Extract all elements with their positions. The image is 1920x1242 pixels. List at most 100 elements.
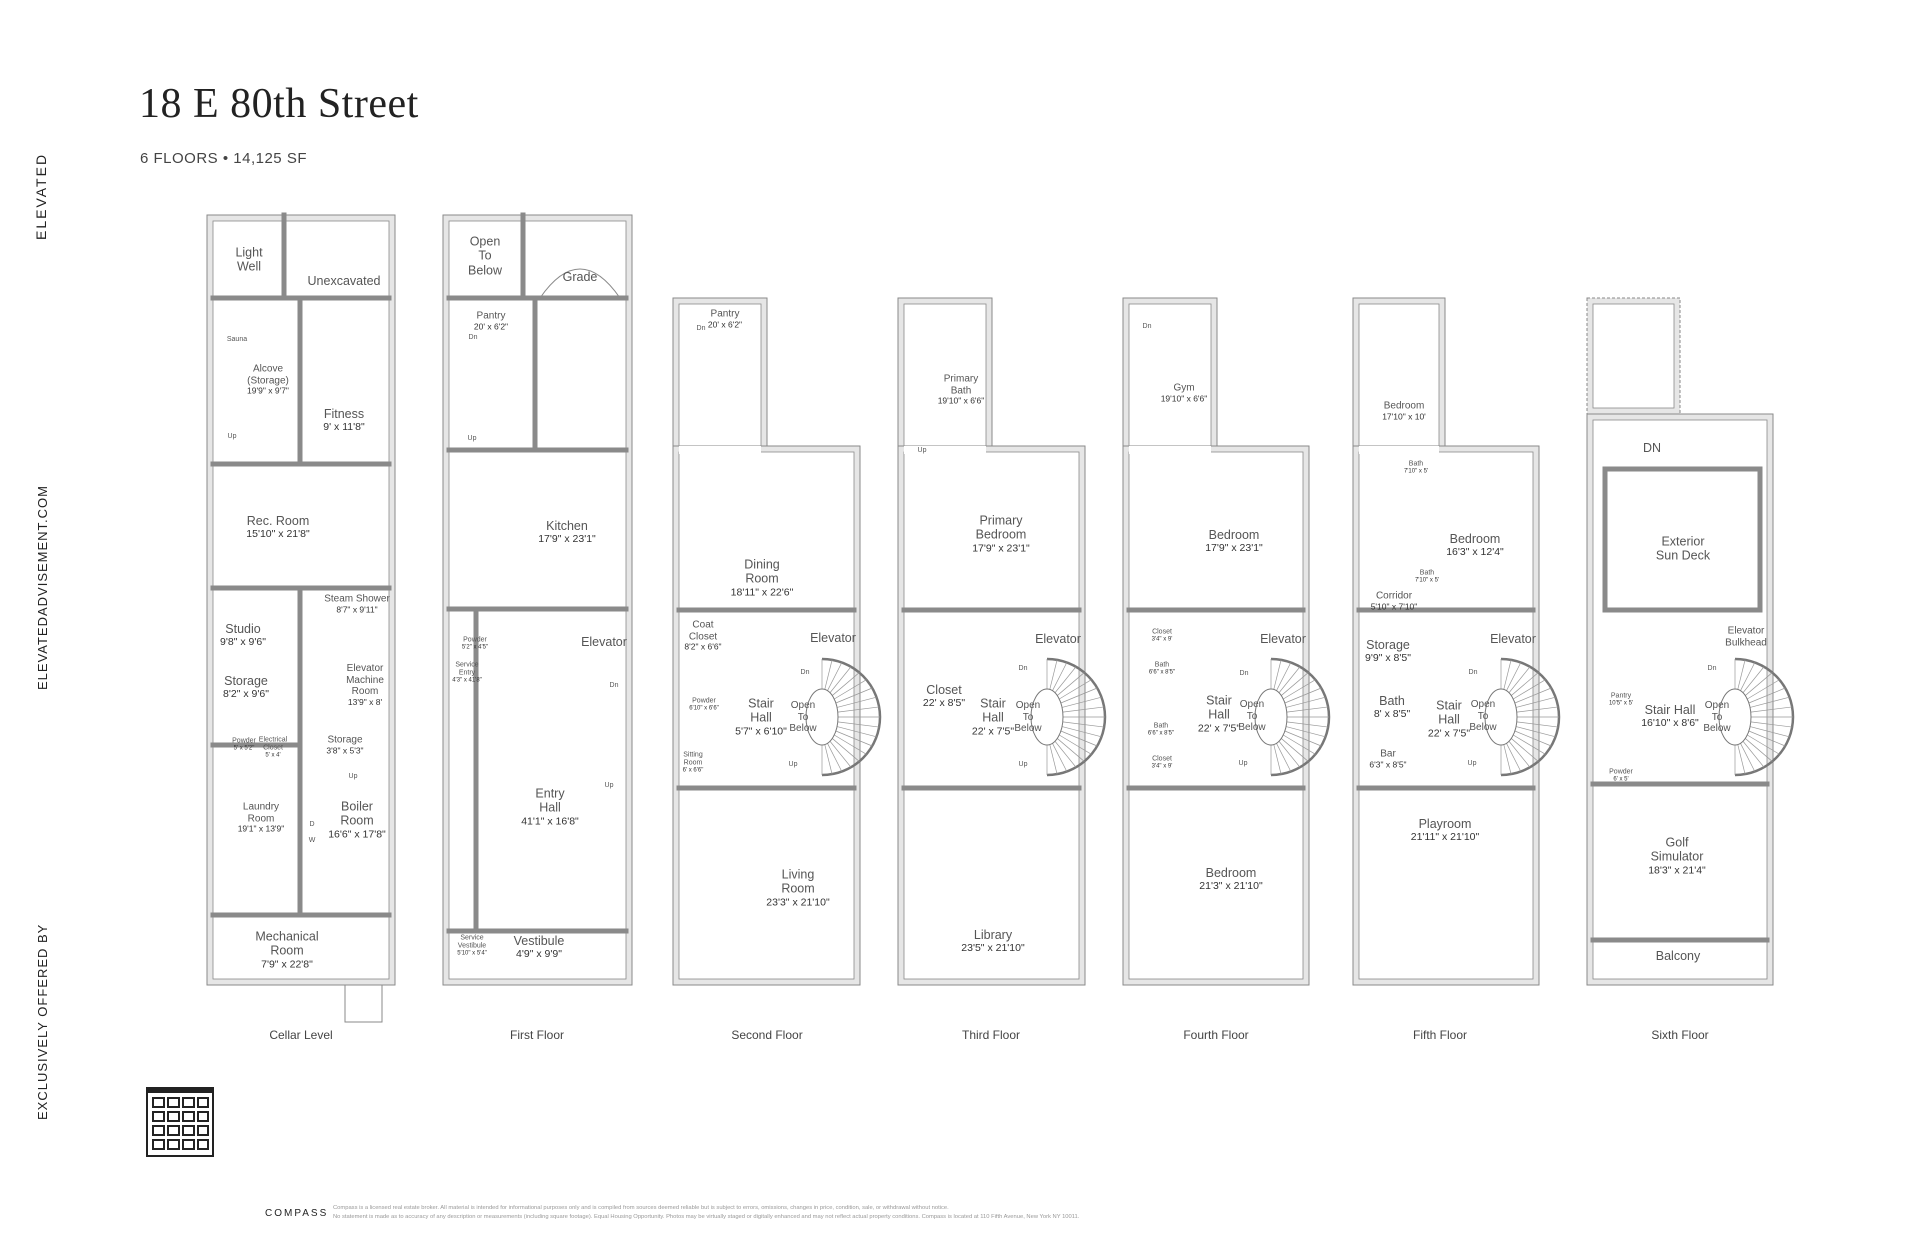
room-label: Dn: [1469, 669, 1478, 677]
stair-tread: [1054, 666, 1077, 693]
room-name: Elevator: [581, 634, 627, 649]
room-dimensions: 6' x 5': [1613, 776, 1629, 783]
room-name: Stair Hall: [1644, 702, 1696, 717]
stair-tread: [1503, 659, 1512, 690]
room-dimensions: 6'3" x 8'5": [1369, 758, 1407, 769]
room-name: Bath: [1408, 460, 1424, 468]
stair-tread: [837, 706, 880, 713]
stair-tread: [1284, 687, 1322, 704]
stair-tread: [835, 687, 873, 704]
room-name: Bedroom: [1208, 527, 1260, 542]
room-label: Up: [605, 782, 614, 790]
room-dimensions: 18'11" x 22'6": [730, 586, 794, 599]
room-name: Dn: [468, 333, 478, 341]
room-dimensions: 17'9" x 23'1": [972, 542, 1030, 555]
room-dimensions: 23'5" x 21'10": [961, 942, 1025, 955]
stair-tread: [1742, 666, 1765, 693]
stair-tread: [836, 696, 877, 708]
room-label: Up: [228, 433, 237, 441]
stair-tread: [1737, 744, 1746, 775]
room-label: Up: [349, 773, 358, 781]
room-dimensions: 41'1" x 16'8": [521, 815, 579, 828]
stair-tread: [1750, 706, 1793, 713]
room-name: Alcove (Storage): [247, 363, 289, 387]
room-name: Open To Below: [467, 234, 503, 278]
room-name: Grade: [562, 269, 598, 284]
room-dimensions: 3'8" x 5'3": [326, 744, 364, 755]
stair-tread: [1511, 738, 1539, 762]
room-name: Sauna: [226, 335, 248, 343]
stair-tread: [1748, 687, 1786, 704]
legal-line-2: No statement is made as to accuracy of a…: [333, 1213, 1080, 1220]
open-to-below-oval: [1254, 688, 1288, 746]
stair-tread: [1747, 679, 1780, 700]
room-dimensions: 6'10" x 6'6": [689, 705, 719, 712]
stair-tread: [1508, 666, 1531, 693]
room-name: Golf Simulator: [1650, 835, 1704, 864]
room-label: Dn: [1019, 665, 1028, 673]
room-name: Bath: [1153, 722, 1169, 730]
floor-rear-wing-interior: [903, 303, 987, 447]
room-name: Closet: [1152, 628, 1172, 636]
room-dimensions: 3'4" x 9': [1151, 636, 1173, 643]
room-name: Stair Hall: [748, 696, 774, 725]
stair-tread: [1285, 696, 1326, 708]
room-label: DN: [1643, 441, 1661, 455]
room-name: Dn: [1018, 664, 1028, 672]
room-name: Entry Hall: [535, 786, 565, 815]
room-name: Playroom: [1418, 816, 1472, 831]
room-label: Open To Below: [1703, 700, 1730, 735]
room-name: Dn: [1142, 322, 1152, 330]
stair-tread: [1062, 706, 1105, 713]
room-label: Up: [918, 447, 927, 455]
room-label: W: [309, 837, 316, 845]
stair-tread: [1516, 721, 1559, 728]
stair-tread: [1062, 721, 1105, 728]
wing-join: [679, 446, 761, 454]
room-label: Alcove (Storage)19'9" x 9'7": [247, 364, 289, 397]
room-dimensions: 10'5" x 5': [1608, 700, 1634, 707]
room-label: Open To Below: [1238, 699, 1265, 734]
room-name: Living Room: [781, 867, 815, 896]
room-name: Bedroom: [1449, 531, 1501, 546]
floor-label: Cellar Level: [269, 1028, 333, 1042]
room-label: Open To Below: [1014, 700, 1041, 735]
room-name: Open To Below: [1703, 699, 1731, 734]
room-name: Closet: [1152, 755, 1172, 763]
room-name: Storage: [327, 734, 363, 746]
room-name: Primary Bedroom: [975, 513, 1027, 542]
room-name: Storage: [224, 673, 268, 688]
room-dimensions: 17'9" x 23'1": [1205, 542, 1263, 555]
room-label: Exterior Sun Deck: [1656, 535, 1710, 564]
floor-label: First Floor: [510, 1028, 564, 1042]
room-dimensions: 7'9" x 22'8": [261, 958, 313, 971]
room-name: Coat Closet: [688, 619, 718, 643]
room-name: Primary Bath: [943, 373, 979, 397]
room-label: Elevator: [1260, 632, 1306, 646]
floor-rear-wing-interior: [1128, 303, 1212, 447]
room-name: Dn: [1468, 668, 1478, 676]
room-dimensions: 21'3" x 21'10": [1199, 880, 1263, 893]
room-dimensions: 16'3" x 12'4": [1446, 546, 1504, 559]
room-name: Up: [1018, 760, 1028, 768]
room-dimensions: 6'6" x 8'5": [1147, 730, 1175, 737]
room-dimensions: 22' x 7'5": [971, 725, 1015, 738]
wing-join: [1129, 446, 1211, 454]
room-name: Open To Below: [1469, 698, 1497, 733]
legal-disclaimer: Compass is a licensed real estate broker…: [333, 1204, 1233, 1222]
